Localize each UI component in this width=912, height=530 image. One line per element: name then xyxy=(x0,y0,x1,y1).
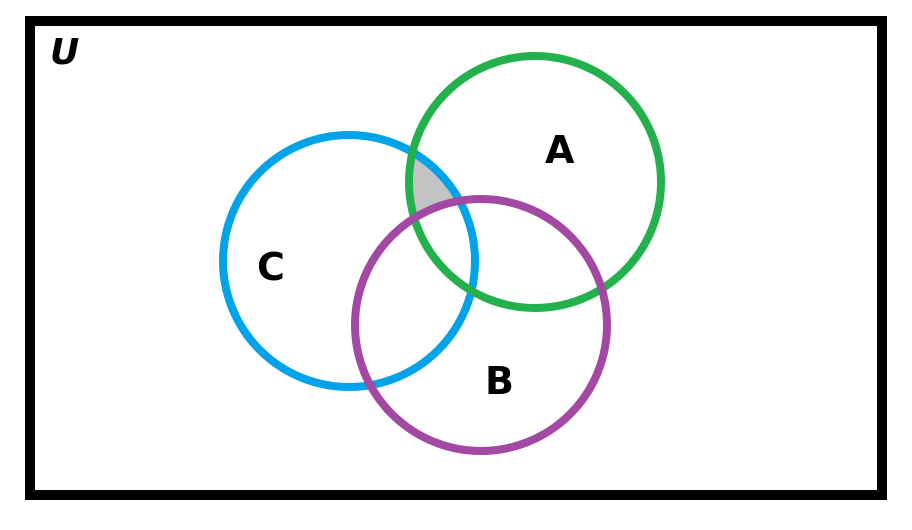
set-b-circle xyxy=(351,195,611,455)
set-c-label: C xyxy=(257,245,285,289)
set-c-circle xyxy=(219,131,479,391)
set-a-circle xyxy=(405,52,665,312)
set-a-label: A xyxy=(545,128,575,172)
set-b-label: B xyxy=(485,359,514,403)
universe-label: U xyxy=(50,32,79,73)
